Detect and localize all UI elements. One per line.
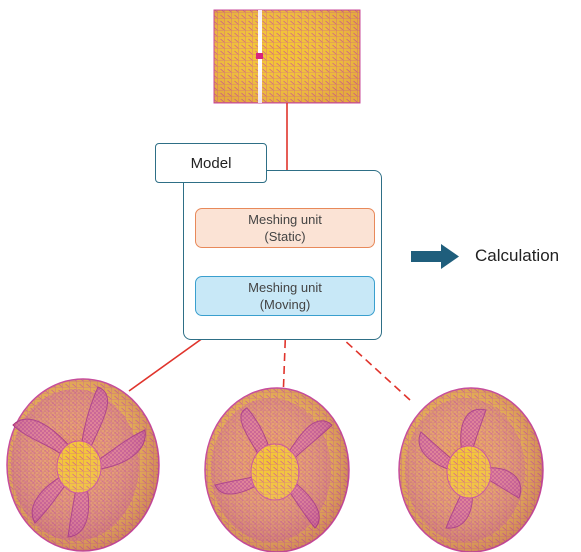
rotor-mesh-position-1 xyxy=(6,378,160,552)
static-meshing-unit: Meshing unit (Static) xyxy=(195,208,375,248)
stator-mesh-cylinder xyxy=(213,9,361,104)
calculation-label: Calculation xyxy=(475,246,560,265)
model-label-text: Model xyxy=(190,154,232,172)
moving-unit-subtitle: (Moving) xyxy=(259,297,311,312)
model-label: Model xyxy=(155,143,267,183)
static-unit-subtitle: (Static) xyxy=(264,229,306,244)
right-arrow-icon xyxy=(411,244,459,269)
moving-meshing-unit: Meshing unit (Moving) xyxy=(195,276,375,316)
moving-unit-title: Meshing unit xyxy=(248,280,322,295)
static-unit-title: Meshing unit xyxy=(248,212,322,227)
rotor-mesh-position-3 xyxy=(398,387,544,552)
rotor-mesh-position-2 xyxy=(204,387,350,552)
